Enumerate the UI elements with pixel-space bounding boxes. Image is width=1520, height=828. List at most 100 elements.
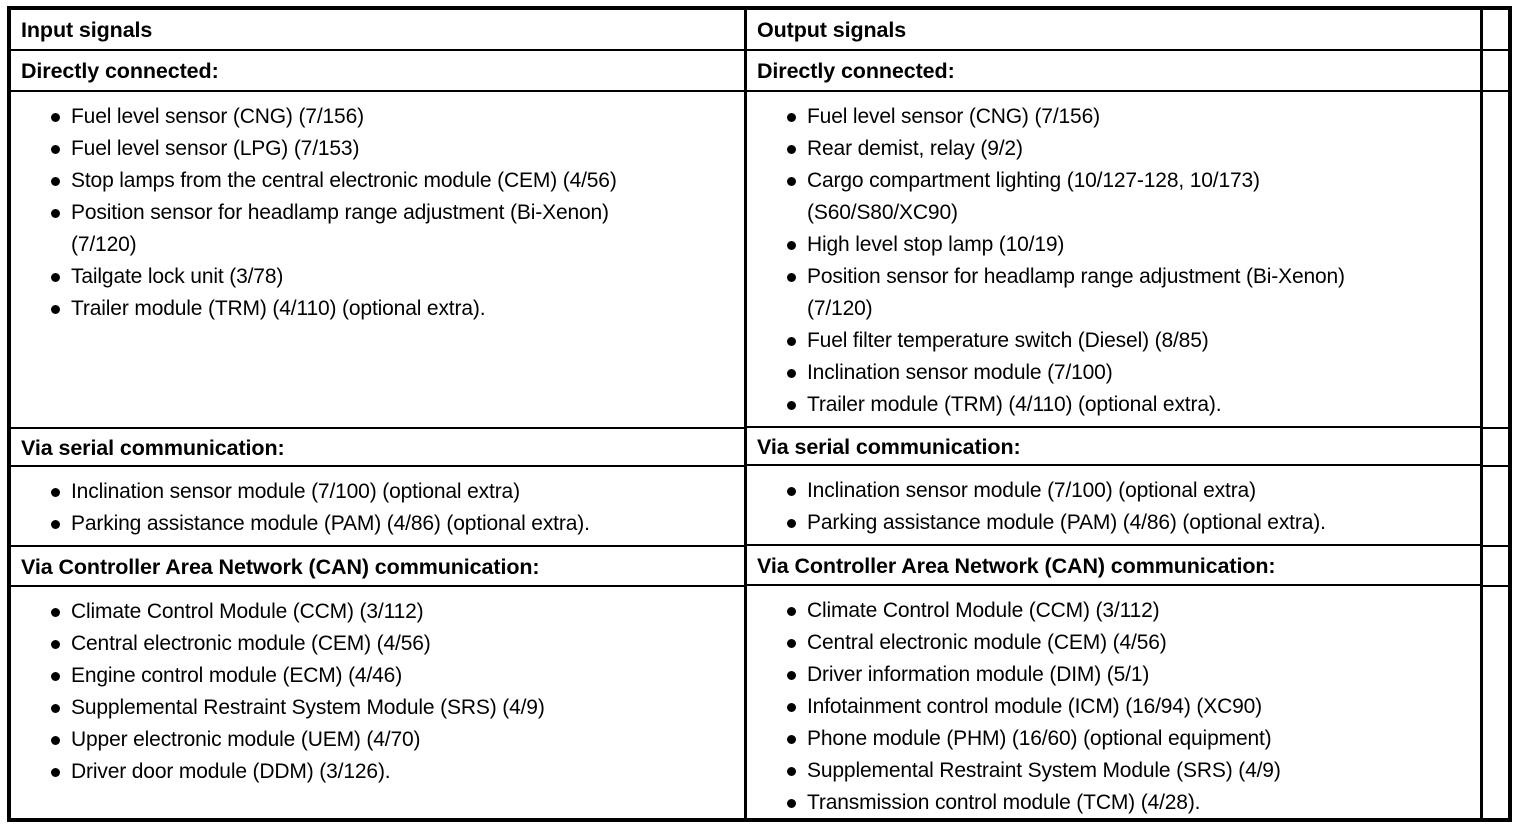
list-item-text: Driver information module (DIM) (5/1): [807, 662, 1150, 686]
bullet-list: Inclination sensor module (7/100) (optio…: [747, 466, 1480, 539]
bullet-icon: [51, 520, 60, 529]
list-item: Upper electronic module (UEM) (4/70): [11, 724, 736, 756]
column-title-input: Input signals: [21, 18, 153, 42]
list-item-text: Position sensor for headlamp range adjus…: [807, 264, 1345, 288]
section-title: Via Controller Area Network (CAN) commun…: [757, 553, 1276, 578]
spare-cell-list-b: [1483, 467, 1508, 547]
spare-cell-list-c: [1483, 587, 1508, 818]
list-item-text: Cargo compartment lighting (10/127-128, …: [807, 168, 1260, 192]
list-item: Fuel level sensor (CNG) (7/156): [11, 101, 736, 133]
list-item-text: High level stop lamp (10/19): [807, 232, 1065, 256]
list-item: High level stop lamp (10/19): [747, 229, 1472, 261]
list-item-text: Fuel filter temperature switch (Diesel) …: [807, 328, 1209, 352]
bullet-icon: [787, 486, 796, 496]
bullet-list: Climate Control Module (CCM) (3/112) Cen…: [747, 586, 1480, 818]
list-item-text: Trailer module (TRM) (4/110) (optional e…: [71, 297, 486, 320]
list-item: Inclination sensor module (7/100): [747, 357, 1472, 389]
list-item-text: Parking assistance module (PAM) (4/86) (…: [807, 510, 1326, 534]
column-header-input: Input signals: [11, 10, 744, 51]
bullet-icon: [51, 177, 60, 186]
bullet-icon: [51, 145, 60, 154]
bullet-icon: [51, 305, 60, 314]
list-item: Rear demist, relay (9/2): [747, 133, 1472, 165]
bullet-icon: [51, 488, 60, 497]
bullet-icon: [787, 272, 796, 282]
bullet-list: Fuel level sensor (CNG) (7/156) Fuel lev…: [11, 92, 744, 325]
bullet-icon: [787, 368, 796, 378]
bullet-icon: [787, 336, 796, 346]
column-spare: [1480, 10, 1508, 818]
list-item: Tailgate lock unit (3/78): [11, 261, 736, 293]
list-item: Supplemental Restraint System Module (SR…: [11, 692, 736, 724]
list-item: Central electronic module (CEM) (4/56): [11, 628, 736, 660]
list-item: Central electronic module (CEM) (4/56): [747, 627, 1472, 659]
list-item: Driver information module (DIM) (5/1): [747, 659, 1472, 691]
list-item-text: Fuel level sensor (CNG) (7/156): [71, 105, 364, 128]
section-header-input-serial: Via serial communication:: [11, 429, 744, 467]
spare-cell-subhead3: [1483, 547, 1508, 587]
list-item-text: Central electronic module (CEM) (4/56): [807, 630, 1167, 654]
list-item-text: Inclination sensor module (7/100): [807, 360, 1113, 384]
section-title: Directly connected:: [21, 59, 219, 83]
list-item: Trailer module (TRM) (4/110) (optional e…: [11, 293, 736, 325]
list-item: Climate Control Module (CCM) (3/112): [747, 595, 1472, 627]
bullet-icon: [51, 672, 60, 681]
bullet-list: Inclination sensor module (7/100) (optio…: [11, 467, 744, 540]
list-item-text: Climate Control Module (CCM) (3/112): [807, 598, 1160, 622]
section-list-input-directly-connected: Fuel level sensor (CNG) (7/156) Fuel lev…: [11, 92, 744, 429]
bullet-icon: [787, 112, 796, 122]
bullet-icon: [51, 704, 60, 713]
bullet-icon: [787, 606, 796, 616]
list-item: Inclination sensor module (7/100) (optio…: [747, 475, 1472, 507]
list-item-text: Position sensor for headlamp range adjus…: [71, 201, 609, 224]
list-item-text: Climate Control Module (CCM) (3/112): [71, 600, 424, 623]
list-item-text: Rear demist, relay (9/2): [807, 136, 1023, 160]
section-list-output-can: Climate Control Module (CCM) (3/112) Cen…: [747, 585, 1480, 818]
list-item-text: Driver door module (DDM) (3/126).: [71, 760, 391, 783]
bullet-icon: [787, 798, 796, 808]
bullet-icon: [51, 736, 60, 745]
list-item: Infotainment control module (ICM) (16/94…: [747, 691, 1472, 723]
bullet-icon: [787, 766, 796, 776]
list-item: Fuel level sensor (CNG) (7/156): [747, 101, 1472, 133]
section-title: Via Controller Area Network (CAN) commun…: [21, 555, 540, 579]
spare-cell-subhead2: [1483, 429, 1508, 467]
bullet-icon: [787, 702, 796, 712]
spare-cell-list-a: [1483, 92, 1508, 429]
list-item-text: Trailer module (TRM) (4/110) (optional e…: [807, 392, 1222, 416]
section-title: Directly connected:: [757, 58, 955, 83]
section-list-input-can: Climate Control Module (CCM) (3/112) Cen…: [11, 587, 744, 818]
list-item-text: Transmission control module (TCM) (4/28)…: [807, 790, 1201, 814]
spare-cell-title: [1483, 10, 1508, 51]
bullet-icon: [787, 734, 796, 744]
bullet-icon: [787, 240, 796, 250]
section-header-input-directly-connected: Directly connected:: [11, 51, 744, 92]
list-item: Cargo compartment lighting (10/127-128, …: [747, 165, 1472, 229]
bullet-icon: [51, 273, 60, 282]
bullet-icon: [51, 640, 60, 649]
list-item-text: Parking assistance module (PAM) (4/86) (…: [71, 512, 590, 535]
list-item: Position sensor for headlamp range adjus…: [11, 197, 736, 261]
list-item-text: Inclination sensor module (7/100) (optio…: [71, 480, 520, 503]
section-header-output-directly-connected: Directly connected:: [747, 50, 1480, 92]
bullet-icon: [787, 638, 796, 648]
bullet-icon: [787, 144, 796, 154]
list-item: Driver door module (DDM) (3/126).: [11, 756, 736, 788]
list-item: Fuel filter temperature switch (Diesel) …: [747, 325, 1472, 357]
column-header-output: Output signals: [747, 10, 1480, 51]
list-item-text: Phone module (PHM) (16/60) (optional equ…: [807, 726, 1272, 750]
signals-table: Input signals Directly connected: Fuel l…: [7, 6, 1512, 822]
column-title-output: Output signals: [757, 18, 907, 42]
list-item-text: Central electronic module (CEM) (4/56): [71, 632, 431, 655]
spare-cell-subhead: [1483, 51, 1508, 92]
list-item-text: Fuel level sensor (LPG) (7/153): [71, 137, 360, 160]
section-header-input-can: Via Controller Area Network (CAN) commun…: [11, 547, 744, 587]
list-item-text: Inclination sensor module (7/100) (optio…: [807, 478, 1256, 502]
section-list-output-serial: Inclination sensor module (7/100) (optio…: [747, 465, 1480, 546]
list-item: Engine control module (ECM) (4/46): [11, 660, 736, 692]
section-title: Via serial communication:: [21, 436, 285, 460]
list-item-text: Tailgate lock unit (3/78): [71, 265, 284, 288]
bullet-icon: [51, 209, 60, 218]
bullet-icon: [51, 768, 60, 777]
list-item: Parking assistance module (PAM) (4/86) (…: [747, 507, 1472, 539]
